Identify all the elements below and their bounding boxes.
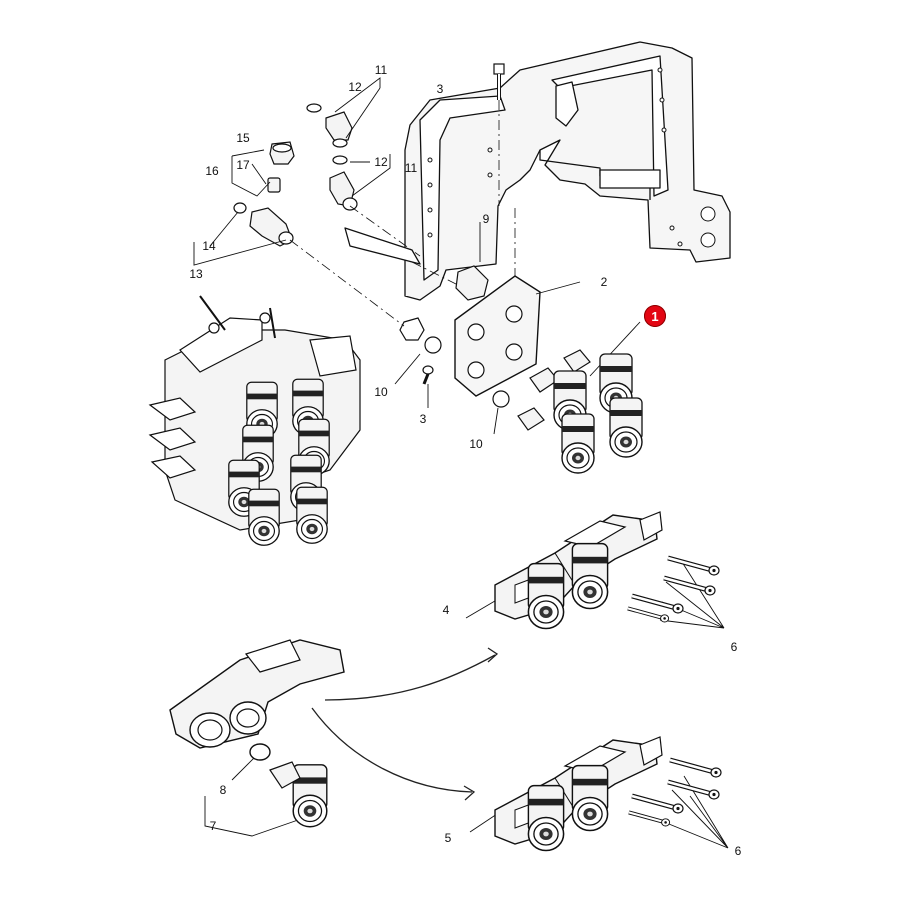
callout-7: 7 bbox=[209, 819, 217, 833]
callout-3-bottom: 3 bbox=[419, 412, 427, 426]
support-frame bbox=[344, 41, 731, 301]
callout-13: 13 bbox=[189, 267, 203, 281]
fittings bbox=[233, 103, 510, 408]
bolts-6-upper bbox=[628, 558, 719, 622]
coupler-assembly-1 bbox=[517, 349, 643, 474]
callout-6-lower: 6 bbox=[734, 844, 742, 858]
callout-9: 9 bbox=[482, 212, 490, 226]
assembly-arrows bbox=[311, 647, 499, 801]
callout-10-right: 10 bbox=[469, 437, 483, 451]
assembly-5 bbox=[494, 736, 663, 852]
highlight-marker[interactable]: 1 bbox=[644, 305, 666, 327]
callout-8: 8 bbox=[219, 783, 227, 797]
callout-11-lower: 11 bbox=[404, 161, 418, 175]
callout-2: 2 bbox=[600, 275, 608, 289]
phantom-lines bbox=[289, 100, 516, 327]
exploded-manifold bbox=[169, 639, 345, 828]
mounting-plate bbox=[454, 275, 541, 397]
callout-3-top: 3 bbox=[436, 82, 444, 96]
assembly-4 bbox=[494, 511, 663, 630]
callout-14: 14 bbox=[202, 239, 216, 253]
callout-10-left: 10 bbox=[374, 385, 388, 399]
callout-6-upper: 6 bbox=[730, 640, 738, 654]
callout-17: 17 bbox=[236, 158, 250, 172]
mounting-screw-top bbox=[493, 63, 505, 100]
callout-5: 5 bbox=[444, 831, 452, 845]
callout-12-upper: 12 bbox=[348, 80, 362, 94]
callout-4: 4 bbox=[442, 603, 450, 617]
frame-holes bbox=[427, 67, 716, 248]
callout-12-lower: 12 bbox=[374, 155, 388, 169]
callout-15: 15 bbox=[236, 131, 250, 145]
leader-lines bbox=[193, 77, 729, 849]
callout-11-upper: 11 bbox=[374, 63, 388, 77]
callout-16: 16 bbox=[205, 164, 219, 178]
